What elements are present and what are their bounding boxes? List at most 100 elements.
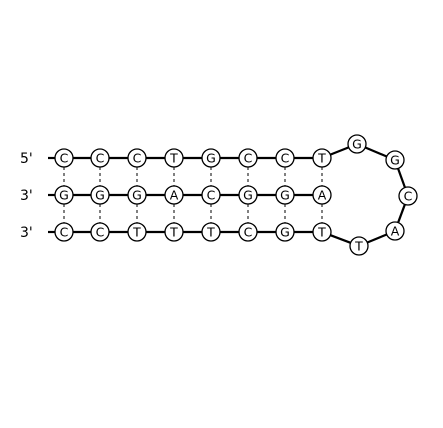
loop-backbone-5 [366, 233, 388, 244]
loop-backbone-2 [364, 146, 388, 158]
strand-2-base-6: G [238, 185, 258, 205]
strand-1-base-7-circle [275, 148, 295, 168]
strand-1-base-1: C [54, 148, 74, 168]
loop-base-1-letter: G [352, 137, 362, 152]
strand-3-base-3-circle [127, 222, 147, 242]
strand-3-base-5: T [201, 222, 221, 242]
loop-base-5-circle [349, 236, 369, 256]
strand-3-base-1-circle [54, 222, 74, 242]
loop-base-2: G [385, 150, 405, 170]
loop-base-2-circle [385, 150, 405, 170]
strand-2-base-2-circle [90, 185, 110, 205]
strand-3-base-8-letter: T [317, 225, 326, 240]
strand-3-base-4-circle [164, 222, 184, 242]
strand-2-base-2-letter: G [95, 188, 105, 203]
strand-1-base-8: T [312, 148, 332, 168]
strand-2-base-8: A [312, 185, 332, 205]
strand-1-base-5-circle [201, 148, 221, 168]
strand-2-base-8-letter: A [318, 188, 327, 203]
strand-2-base-2: G [90, 185, 110, 205]
loop-base-3-letter: C [404, 189, 413, 204]
strand-2-base-1: G [54, 185, 74, 205]
strand-3-base-3-letter: T [132, 225, 141, 240]
strand-3-base-8: T [312, 222, 332, 242]
strand-3-base-3: T [127, 222, 147, 242]
strand-2-base-4-letter: A [170, 188, 179, 203]
strand-1-base-4-letter: T [169, 151, 178, 166]
strand-2-base-1-circle [54, 185, 74, 205]
strand-1-base-7: C [275, 148, 295, 168]
strand-3-base-1-letter: C [60, 225, 69, 240]
strand-1-base-8-circle [312, 148, 332, 168]
strand-3-base-1: C [54, 222, 74, 242]
strand-1-base-4: T [164, 148, 184, 168]
strand-1-base-3: C [127, 148, 147, 168]
strand-2-base-6-circle [238, 185, 258, 205]
strand-3-base-5-letter: T [206, 225, 215, 240]
loop-base-5-letter: T [354, 239, 363, 254]
loop-base-2-letter: G [390, 153, 400, 168]
strand-1-base-2-letter: C [96, 151, 105, 166]
loop-base-1-circle [347, 134, 367, 154]
strand-1-base-6: C [238, 148, 258, 168]
strand-3-end-label: 3' [20, 225, 33, 241]
strand-2-base-7-circle [275, 185, 295, 205]
strand-1-end-label: 5' [20, 151, 33, 167]
loop-base-4-circle [385, 221, 405, 241]
loop-base-5: T [349, 236, 369, 256]
strand-2-base-1-letter: G [59, 188, 69, 203]
strand-1-base-3-letter: C [133, 151, 142, 166]
strand-3-base-5-circle [201, 222, 221, 242]
strand-3-base-2-letter: C [96, 225, 105, 240]
strand-1-base-5: G [201, 148, 221, 168]
strand-1-base-6-letter: C [244, 151, 253, 166]
strand-2-base-7-letter: G [280, 188, 290, 203]
strand-3-base-2: C [90, 222, 110, 242]
loop-base-4: A [385, 221, 405, 241]
strand-2-base-5-letter: C [207, 188, 216, 203]
loop-backbone-3 [397, 168, 406, 188]
strand-1-base-4-circle [164, 148, 184, 168]
strand-1-base-1-letter: C [60, 151, 69, 166]
strand-3-base-6-circle [238, 222, 258, 242]
loop-backbone-1 [329, 146, 350, 156]
strand-3-base-2-circle [90, 222, 110, 242]
strand-2-base-4: A [164, 185, 184, 205]
strand-1-base-1-circle [54, 148, 74, 168]
strand-3-base-8-circle [312, 222, 332, 242]
strand-3-base-4-letter: T [169, 225, 178, 240]
loop-backbone-4 [397, 204, 406, 223]
strand-1-base-5-letter: G [206, 151, 216, 166]
end-labels: 5' 3' 3' [20, 151, 33, 241]
strand-2-base-7: G [275, 185, 295, 205]
base-nodes: C C C T G C C T G G G A C G G A C C T T T C G T G G C A T [54, 134, 418, 256]
strand-2-base-3: G [127, 185, 147, 205]
strand-2-base-4-circle [164, 185, 184, 205]
loop-base-3: C [398, 186, 418, 206]
loop-base-4-letter: A [391, 224, 400, 239]
strand-3-base-7-circle [275, 222, 295, 242]
strand-2-end-label: 3' [20, 188, 33, 204]
strand-3-base-4: T [164, 222, 184, 242]
strand-3-base-6-letter: C [244, 225, 253, 240]
strand-1-base-6-circle [238, 148, 258, 168]
strand-2-base-5-circle [201, 185, 221, 205]
strand-2-base-8-circle [312, 185, 332, 205]
loop-base-1: G [347, 134, 367, 154]
loop-base-3-circle [398, 186, 418, 206]
strand-1-base-8-letter: T [317, 151, 326, 166]
loop-backbone-6 [330, 234, 351, 244]
strand-1-base-3-circle [127, 148, 147, 168]
strand-2-base-3-letter: G [132, 188, 142, 203]
strand-3-base-6: C [238, 222, 258, 242]
strand-3-base-7-letter: G [280, 225, 290, 240]
strand-2-base-6-letter: G [243, 188, 253, 203]
strand-3-base-7: G [275, 222, 295, 242]
backbone-lines [48, 146, 406, 244]
strand-2-base-3-circle [127, 185, 147, 205]
strand-1-base-2-circle [90, 148, 110, 168]
strand-1-base-7-letter: C [281, 151, 290, 166]
strand-2-base-5: C [201, 185, 221, 205]
strand-1-base-2: C [90, 148, 110, 168]
